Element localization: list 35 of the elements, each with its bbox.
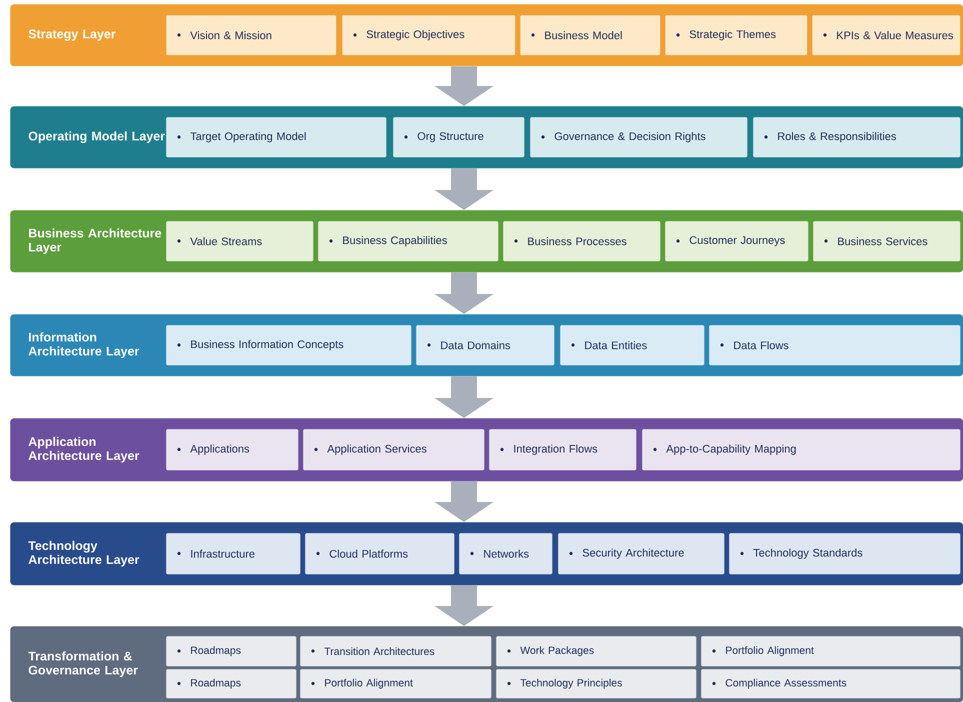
list-item: Security Architecture [558, 533, 724, 574]
list-item: Customer Journeys [665, 221, 808, 262]
list-item: Work Packages [496, 636, 696, 666]
list-item: Cloud Platforms [305, 533, 454, 574]
list-item: Roles & Responsibilities [753, 117, 960, 158]
list-item: Transition Architectures [300, 636, 492, 666]
list-item: Governance & Decision Rights [530, 117, 748, 158]
list-item: KPIs & Value Measures [812, 15, 960, 56]
list-item: Roadmaps [166, 669, 296, 698]
list-item: Value Streams [166, 221, 314, 262]
list-item: Compliance Assessments [701, 669, 960, 698]
list-item: Integration Flows [489, 429, 636, 470]
list-item: Target Operating Model [166, 117, 386, 158]
list-item: Vision & Mission [166, 15, 336, 56]
list-item: Data Domains [416, 325, 554, 366]
list-item: Roadmaps [166, 636, 296, 666]
list-item: Networks [459, 533, 552, 574]
list-item: App-to-Capability Mapping [642, 429, 960, 470]
list-item: Technology Principles [496, 669, 696, 698]
list-item: Application Services [303, 429, 484, 470]
list-item: Business Information Concepts [166, 325, 412, 366]
list-item: Data Flows [709, 325, 960, 366]
list-item: Applications [166, 429, 298, 470]
list-item: Data Entities [560, 325, 704, 366]
list-item: Business Model [520, 15, 660, 56]
list-item: Business Services [813, 221, 960, 262]
list-item: Technology Standards [729, 533, 960, 574]
list-item: Infrastructure [166, 533, 300, 574]
list-item: Strategic Objectives [342, 15, 516, 56]
list-item: Business Capabilities [318, 221, 498, 262]
list-item: Portfolio Alignment [701, 636, 960, 666]
list-item: Business Processes [503, 221, 660, 262]
list-item: Strategic Themes [665, 15, 808, 56]
list-item: Portfolio Alignment [300, 669, 492, 698]
list-item: Org Structure [393, 117, 524, 158]
